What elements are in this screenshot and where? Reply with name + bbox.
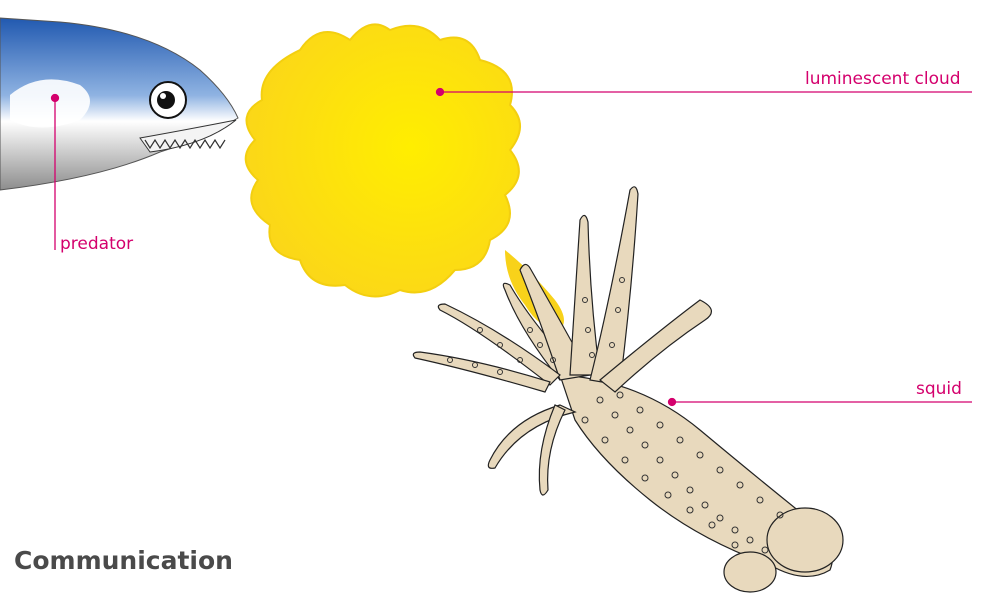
page-heading: Communication (14, 546, 233, 575)
label-luminescent-cloud: luminescent cloud (805, 69, 961, 89)
label-squid: squid (916, 379, 962, 399)
predator-fish (0, 18, 238, 190)
luminescent-cloud (246, 24, 564, 330)
label-predator: predator (60, 234, 133, 254)
